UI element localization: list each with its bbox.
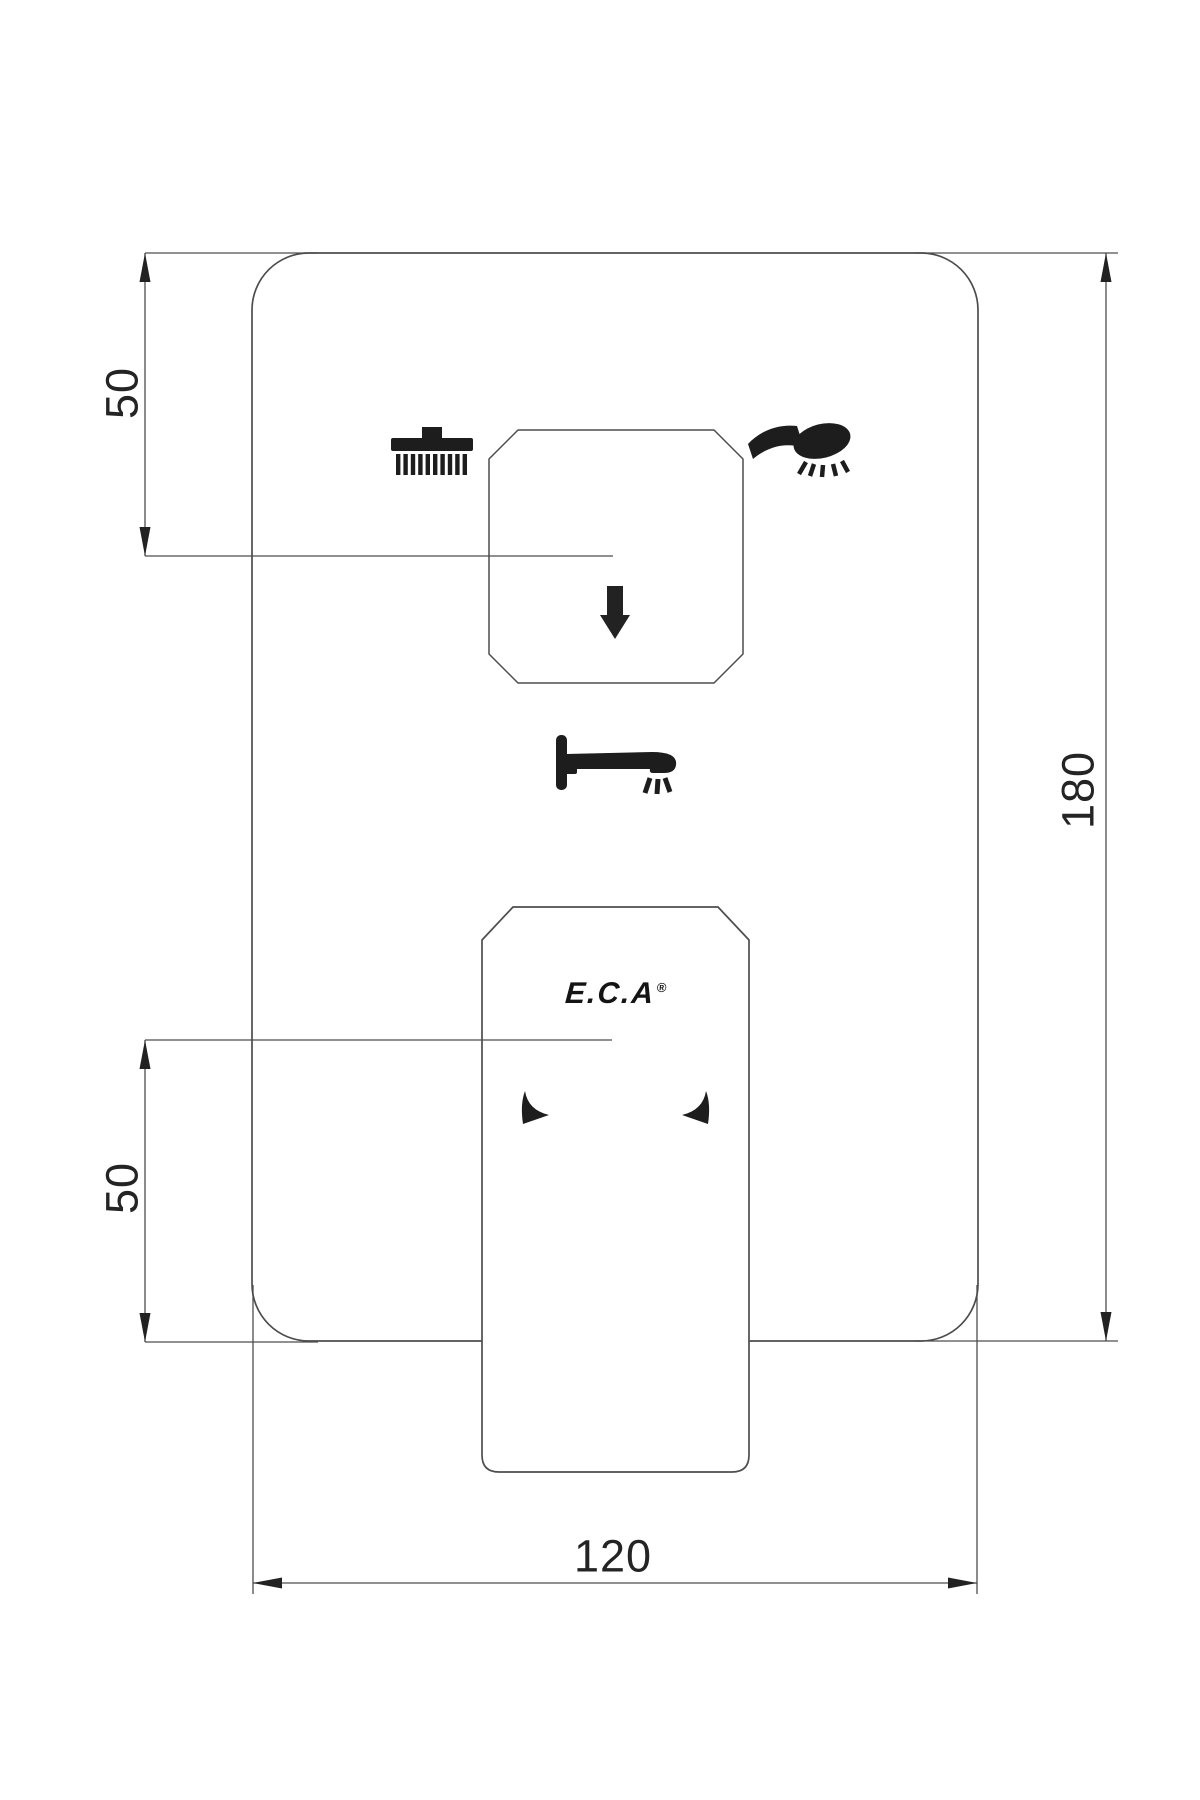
shower-streams: [396, 454, 467, 475]
brand-logo-text: E.C.A: [564, 977, 657, 1010]
arrow-down-icon: [139, 527, 151, 556]
lever-rotation-left-icon: [521, 1091, 549, 1124]
spout-spray: [642, 777, 673, 795]
hand-shower-head: [793, 423, 851, 459]
arrow-left-icon: [253, 1577, 282, 1589]
bath-spout-icon: [556, 735, 677, 795]
brand-logo: E.C.A®: [564, 977, 667, 1010]
arrow-down-icon: [1100, 1312, 1112, 1341]
dimension-label-top-offset: 50: [96, 366, 148, 420]
arrow-down-icon: [139, 1313, 151, 1342]
lever-handle-outline: [481, 906, 750, 1473]
down-arrow-icon: [600, 586, 630, 639]
dimension-label-plate-height: 180: [1052, 750, 1104, 830]
rain-shower-head-icon: [391, 427, 473, 475]
spout-bracket: [556, 735, 567, 790]
arrow-up-icon: [139, 1040, 151, 1069]
diverter-recess-outline: [488, 429, 744, 684]
arrow-up-icon: [1100, 253, 1112, 282]
arrow-up-icon: [139, 253, 151, 282]
dimension-label-bottom-offset: 50: [96, 1161, 148, 1215]
registered-trademark-icon: ®: [656, 980, 667, 995]
spout-body: [566, 752, 677, 773]
shower-stub: [422, 427, 442, 439]
dimension-arrowheads: [139, 253, 1112, 1589]
shower-bar: [391, 438, 473, 451]
dimension-label-plate-width: 120: [573, 1530, 653, 1582]
hand-shower-handle: [748, 425, 804, 459]
hand-shower-icon: [748, 423, 851, 478]
lever-rotation-right-icon: [682, 1091, 710, 1124]
arrow-right-icon: [948, 1577, 977, 1589]
dimension-lines: [144, 252, 1118, 1594]
hand-shower-spray: [797, 459, 850, 478]
